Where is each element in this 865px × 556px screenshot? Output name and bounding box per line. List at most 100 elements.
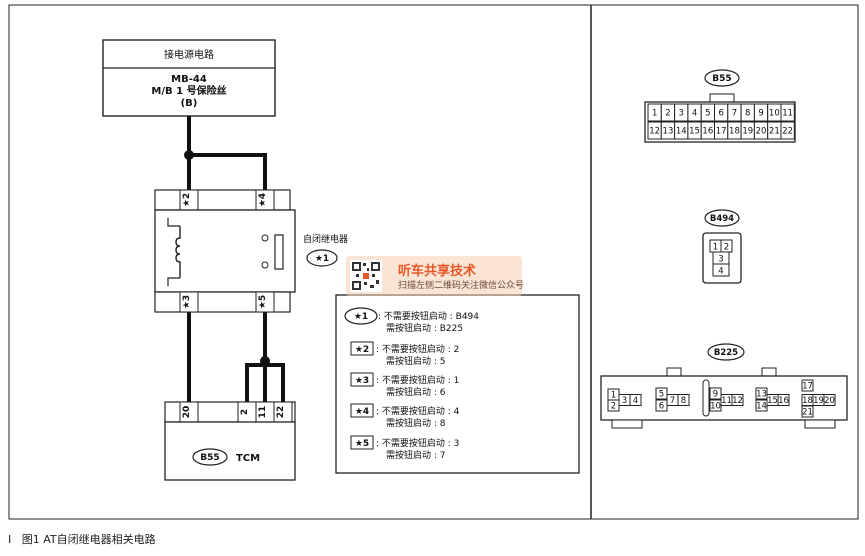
b225-pin-17: 17 (802, 382, 813, 392)
b225-pin-4-cell (629, 394, 642, 406)
b55-pin-13: 13 (663, 127, 674, 137)
b225-pin-2: 2 (611, 402, 616, 412)
b225-pin-20: 20 (824, 396, 835, 406)
legend-line-3a: : 不需要按钮启动 : 1 (376, 374, 459, 386)
b225-pin-9-cell (709, 387, 722, 400)
relay: ★2 ★4 ★3 ★5 (154, 189, 296, 313)
b55-pin-3: 3 (679, 109, 684, 119)
tcm-pin-2: 2 (240, 409, 250, 415)
legend-line-4a: : 不需要按钮启动 : 4 (376, 405, 460, 417)
relay-coil (175, 226, 181, 278)
b55-pin-6: 6 (718, 109, 723, 119)
b55-pin-2: 2 (665, 109, 670, 119)
legend-tag-5: ★5 (355, 439, 369, 449)
b225-pin-12-cell (731, 394, 744, 406)
b55-pin-22-cell (780, 121, 795, 140)
b55-pin-21: 21 (769, 127, 780, 137)
b225-pin-19: 19 (813, 396, 824, 406)
relay-contact (274, 234, 284, 270)
legend-line-2b: 需按钮启动 : 5 (386, 355, 445, 367)
b225-pin-14: 14 (756, 402, 767, 412)
b225-pin-13: 13 (756, 390, 767, 400)
legend-tag-2: ★2 (355, 345, 369, 355)
legend-line-5b: 需按钮启动 : 7 (386, 449, 445, 461)
legend-line-5a: : 不需要按钮启动 : 3 (376, 437, 459, 449)
b55-pin-22: 22 (782, 127, 793, 137)
b225-pin-4: 4 (633, 396, 638, 406)
b55-label: B55 (712, 74, 731, 84)
tcm-pin-11: 11 (258, 406, 268, 419)
legend-box: ★1 : 不需要按钮启动 : B494 需按钮启动 : B225 ★2 : 不需… (335, 294, 580, 474)
b55-pin-1: 1 (652, 109, 657, 119)
relay-pin-star2: ★2 (182, 193, 192, 207)
b494-pin-2: 2 (724, 243, 729, 253)
tcm-pin-22: 22 (276, 406, 286, 419)
b55-pin-18: 18 (729, 127, 740, 137)
b494-pin-3: 3 (718, 255, 723, 265)
b225-pin-13-cell (755, 387, 768, 400)
b225-label: B225 (714, 348, 738, 358)
b55-pin-4: 4 (692, 109, 697, 119)
relay-callout-label: ★1 (315, 254, 329, 264)
b225-pin-6: 6 (659, 402, 664, 412)
legend-tag-4: ★4 (355, 407, 369, 417)
b55-pin-16: 16 (702, 127, 713, 137)
relay-pin-star4: ★4 (258, 193, 268, 207)
b55-pin-19: 19 (742, 127, 753, 137)
b55-pin-11: 11 (782, 109, 793, 119)
b225-pin-8-cell (677, 394, 690, 406)
b225-pin-1: 1 (611, 391, 616, 401)
power-title: 接电源电路 (164, 48, 214, 61)
splice-bottom (260, 356, 270, 366)
caption-marker: I (8, 533, 12, 546)
b55-callout (704, 69, 740, 87)
relay-pin-star5: ★5 (258, 295, 268, 309)
legend-line-1a: : 不需要按钮启动 : B494 (378, 310, 479, 322)
b225-pin-12: 12 (732, 396, 743, 406)
legend-tag-3: ★3 (355, 376, 369, 386)
b55-pin-7: 7 (732, 109, 737, 119)
b225-pin-21-cell (801, 405, 814, 418)
tcm-name: TCM (236, 453, 260, 464)
b225-pin-15: 15 (767, 396, 778, 406)
outer-frame (8, 4, 859, 520)
b225-pin-10: 10 (710, 402, 721, 412)
b225-pin-17-cell (801, 379, 814, 392)
legend-tag-1: ★1 (354, 312, 368, 322)
tcm-pin-20: 20 (182, 406, 192, 419)
b225-pin-7: 7 (670, 396, 675, 406)
b225-callout (707, 343, 745, 361)
b494-pin-1: 1 (713, 243, 718, 253)
b55-pin-15: 15 (689, 127, 700, 137)
figure-caption: I 图1 AT自闭继电器相关电路 (8, 531, 156, 547)
power-source-box: 接电源电路 MB-44 M/B 1 号保险丝 (B) (102, 39, 276, 117)
b225-pin-16: 16 (778, 396, 789, 406)
wires (187, 116, 285, 402)
b55-pin-8: 8 (745, 109, 750, 119)
b55-pin-5: 5 (705, 109, 710, 119)
b55-pin-14: 14 (676, 127, 687, 137)
b225-pin-21: 21 (802, 408, 813, 418)
fuse-terminal: (B) (181, 98, 198, 109)
relay-label: 自闭继电器 (303, 233, 348, 245)
legend-line-2a: : 不需要按钮启动 : 2 (376, 343, 459, 355)
relay-pin-star3: ★3 (182, 295, 192, 309)
relay-callout (306, 249, 338, 267)
legend-line-1b: 需按钮启动 : B225 (386, 322, 463, 334)
b225-pin-16-cell (777, 394, 790, 406)
b494-label: B494 (710, 214, 734, 224)
b225-pin-18: 18 (802, 396, 813, 406)
b225-pin-5-cell (655, 387, 668, 400)
watermark-subtitle: 扫描左侧二维码关注微信公众号 (398, 281, 525, 291)
b494-pin-4: 4 (718, 267, 723, 277)
b494-connector: 1 2 3 4 (702, 232, 742, 284)
b225-pin-20-cell (823, 394, 836, 406)
legend-line-3b: 需按钮启动 : 6 (386, 386, 446, 398)
b55-pin-11-cell (780, 103, 795, 122)
b225-pin-8: 8 (681, 396, 686, 406)
b55-pin-12: 12 (649, 127, 660, 137)
b55-pin-20: 20 (756, 127, 767, 137)
